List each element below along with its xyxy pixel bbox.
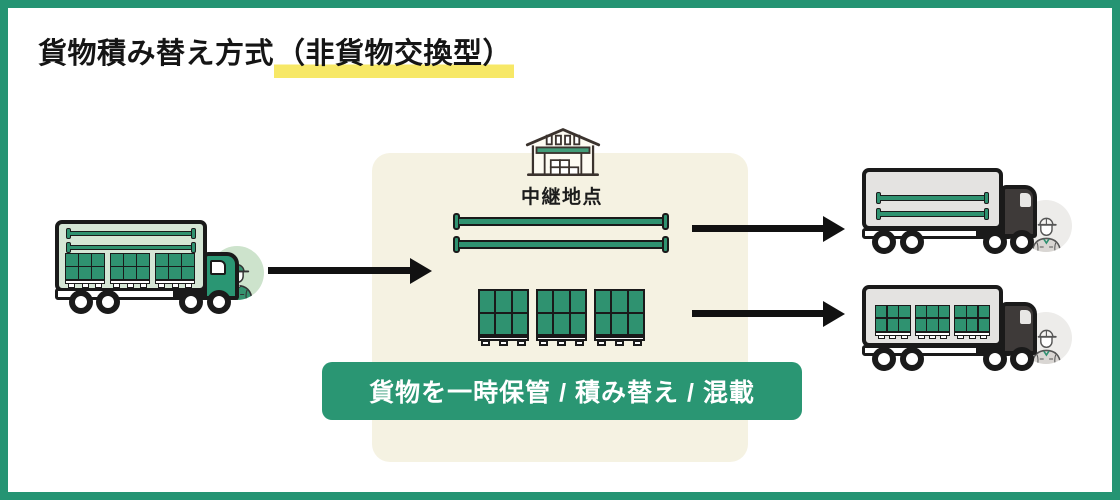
cargo-pallet	[155, 253, 195, 288]
cargo-pallet	[536, 289, 587, 346]
wheel	[900, 230, 924, 254]
wheel	[872, 230, 896, 254]
arrow-relay-to-truck-top	[692, 225, 823, 232]
wheel	[96, 290, 120, 314]
cargo-pallet	[478, 289, 529, 346]
cargo-pallet	[954, 304, 991, 339]
cargo-pole	[66, 242, 196, 253]
cargo-pole	[876, 208, 989, 220]
cab-window	[210, 260, 226, 275]
dest-truck-pallets	[862, 285, 1077, 385]
dest-truck-poles-cargo	[862, 168, 1003, 230]
wheel	[1010, 230, 1034, 254]
banner: 貨物を一時保管 / 積み替え / 混載	[322, 362, 802, 420]
wheel	[900, 347, 924, 371]
wheel	[69, 290, 93, 314]
page-title-main: 貨物積み替え方式	[38, 38, 275, 70]
source-truck-cargo	[55, 220, 207, 292]
wheel	[983, 347, 1007, 371]
cargo-pallet	[914, 304, 951, 339]
source-truck-pallets	[65, 253, 197, 288]
wheel	[983, 230, 1007, 254]
cargo-pallet	[875, 304, 911, 339]
cargo-pole	[876, 192, 989, 204]
cargo-pallet	[594, 289, 645, 346]
cab-window	[1020, 310, 1031, 324]
wheel	[179, 290, 203, 314]
cargo-pallet	[65, 253, 105, 288]
arrow-source-to-relay	[268, 267, 410, 274]
cargo-pole	[453, 236, 669, 253]
dest-truck-poles	[862, 168, 1077, 268]
wheel	[1010, 347, 1034, 371]
warehouse-icon	[523, 126, 603, 184]
dest-truck-cab	[1001, 302, 1037, 355]
cargo-pole	[453, 213, 669, 230]
relay-poles	[453, 213, 669, 253]
relay-pallets	[478, 289, 645, 346]
arrow-relay-to-truck-bottom	[692, 310, 823, 317]
cargo-pallet	[110, 253, 150, 288]
cab-window	[1020, 193, 1031, 207]
wheel	[207, 290, 231, 314]
page-title-highlight: （非貨物交換型）	[274, 38, 515, 78]
relay-point-label: 中継地点	[520, 187, 603, 208]
dest-truck-poles-load	[875, 192, 990, 220]
dest-truck-pallets-load	[875, 304, 991, 339]
page-title: 貨物積み替え方式（非貨物交換型）	[38, 30, 515, 78]
dest-truck-pallets-cargo	[862, 285, 1003, 347]
source-truck-poles	[65, 228, 197, 253]
wheel	[872, 347, 896, 371]
source-truck	[55, 220, 270, 320]
cargo-pole	[66, 228, 196, 239]
